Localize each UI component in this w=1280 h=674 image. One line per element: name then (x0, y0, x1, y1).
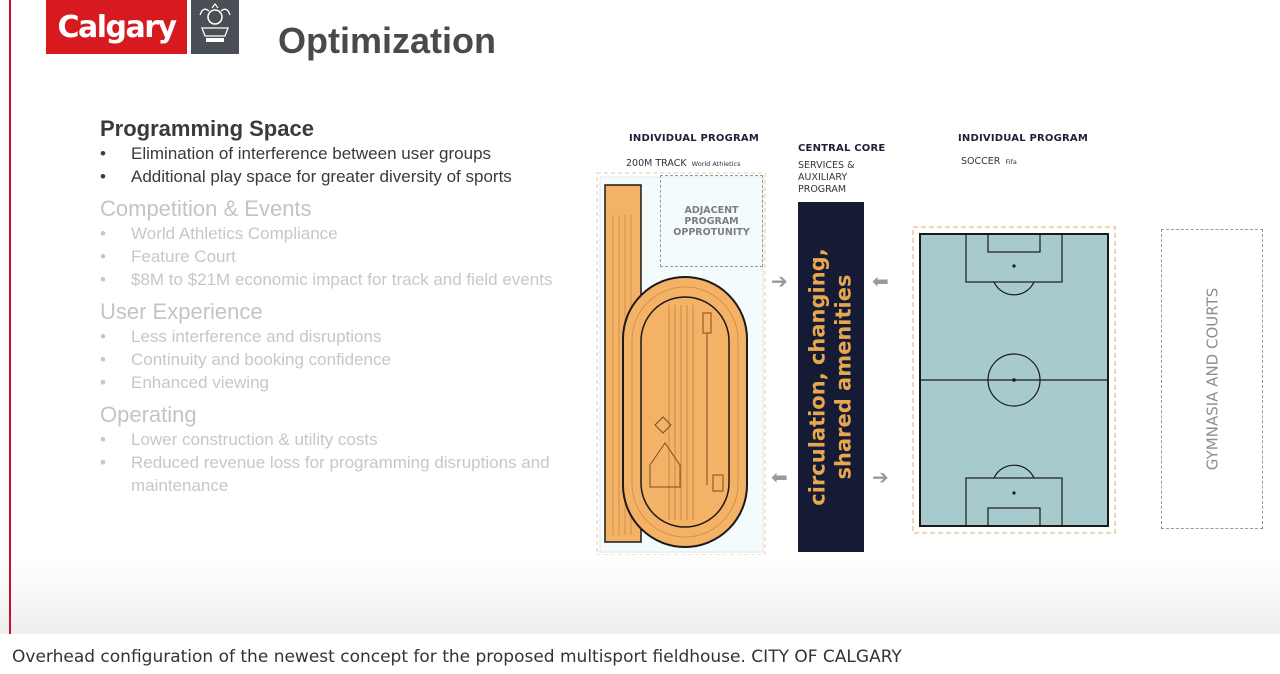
adjacent-program-text: ADJACENT PROGRAM OPPROTUNITY (673, 204, 750, 238)
core-sub: SERVICES & AUXILIARY PROGRAM (798, 160, 855, 195)
fieldhouse-diagram: INDIVIDUAL PROGRAM 200M TRACK World Athl… (595, 125, 1280, 555)
track-plan (599, 176, 764, 553)
section-title: Competition & Events (100, 196, 312, 221)
list-item: Less interference and disruptions (100, 325, 560, 348)
list-item: Elimination of interference between user… (100, 142, 560, 165)
list-item: Lower construction & utility costs (100, 428, 560, 451)
slide-title: Optimization (278, 20, 496, 61)
section-user-experience: User Experience Less interference and di… (100, 299, 560, 394)
slide-shade (0, 560, 1280, 634)
gymnasia-text: GYMNASIA AND COURTS (1203, 287, 1222, 471)
list-item: Additional play space for greater divers… (100, 165, 560, 188)
arrow-left-icon: ⬅ (872, 269, 889, 293)
right-program-sub: SOCCER Fifa (961, 156, 1017, 167)
section-title: User Experience (100, 299, 263, 324)
core-heading: CENTRAL CORE (798, 143, 886, 154)
slide-edge-line (9, 0, 11, 634)
image-caption: Overhead configuration of the newest con… (12, 647, 902, 667)
section-programming-space: Programming Space Elimination of interfe… (100, 116, 560, 188)
logo-text: Calgary (57, 9, 177, 45)
right-program-heading: INDIVIDUAL PROGRAM (958, 133, 1089, 144)
core-band-text: circulation, changing, shared amenities (806, 248, 857, 506)
list-item: Reduced revenue loss for programming dis… (100, 451, 560, 497)
calgary-logo: Calgary (46, 0, 187, 54)
slide: Calgary Optimization Programming Space E… (0, 0, 1280, 634)
soccer-field (912, 226, 1116, 534)
list-item: $8M to $21M economic impact for track an… (100, 268, 560, 291)
city-crest-icon (191, 0, 239, 54)
adjacent-program-box: ADJACENT PROGRAM OPPROTUNITY (660, 175, 763, 267)
benefits-list: Programming Space Elimination of interfe… (100, 116, 560, 505)
list-item: Feature Court (100, 245, 560, 268)
section-operating: Operating Lower construction & utility c… (100, 402, 560, 497)
section-title: Programming Space (100, 116, 314, 141)
left-program-sub: 200M TRACK World Athletics (626, 158, 741, 169)
list-item: World Athletics Compliance (100, 222, 560, 245)
list-item: Continuity and booking confidence (100, 348, 560, 371)
arrow-right-icon: ➔ (771, 269, 788, 293)
section-title: Operating (100, 402, 197, 427)
arrow-right-icon: ➔ (872, 465, 889, 489)
list-item: Enhanced viewing (100, 371, 560, 394)
arrow-left-icon: ⬅ (771, 465, 788, 489)
left-program-heading: INDIVIDUAL PROGRAM (629, 133, 760, 144)
section-competition-events: Competition & Events World Athletics Com… (100, 196, 560, 291)
central-core-band: circulation, changing, shared amenities (798, 202, 864, 552)
gymnasia-box: GYMNASIA AND COURTS (1161, 229, 1263, 529)
